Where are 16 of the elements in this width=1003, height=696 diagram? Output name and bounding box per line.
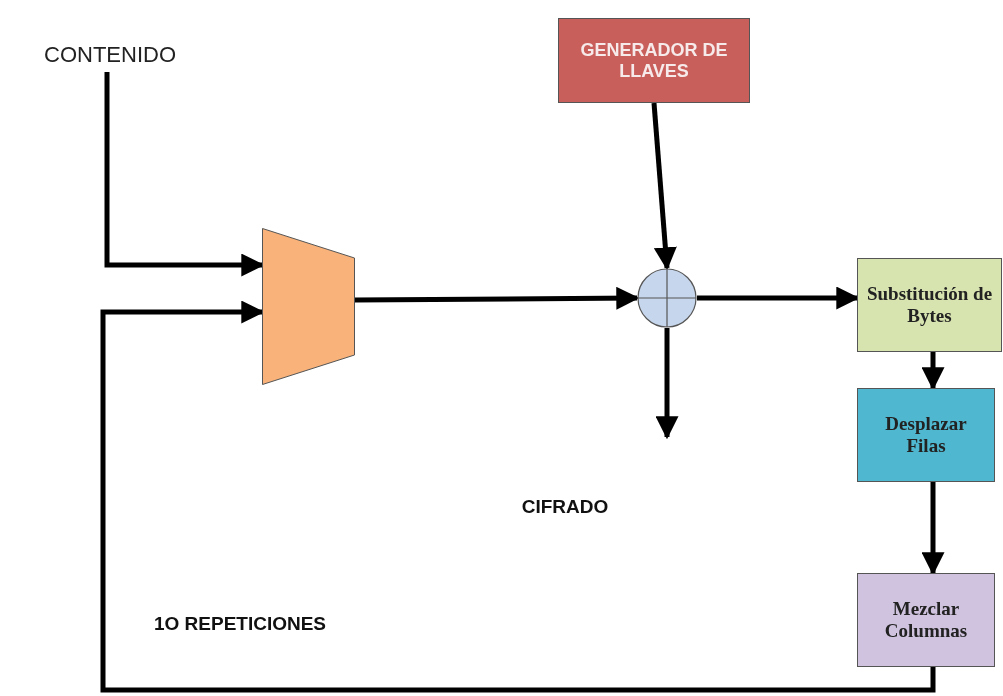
xor-symbol <box>637 268 697 328</box>
process-box <box>857 388 995 482</box>
multiplexer-shape <box>262 228 355 385</box>
process-box <box>857 258 1002 352</box>
arrow <box>651 102 677 271</box>
box-label: Mezclar Columnas <box>883 598 969 642</box>
box-label: Desplazar Filas <box>884 413 968 457</box>
process-box <box>558 18 750 103</box>
text-label: 1O REPETICIONES <box>152 613 328 635</box>
input-label: CONTENIDO <box>30 38 190 72</box>
arrow <box>100 300 936 693</box>
box-label: GENERADOR DE LLAVES <box>579 39 729 82</box>
arrow <box>655 328 679 440</box>
text-label: CIFRADO <box>520 496 610 518</box>
process-box <box>857 573 995 667</box>
box-label: Substitución de Bytes <box>865 283 994 327</box>
